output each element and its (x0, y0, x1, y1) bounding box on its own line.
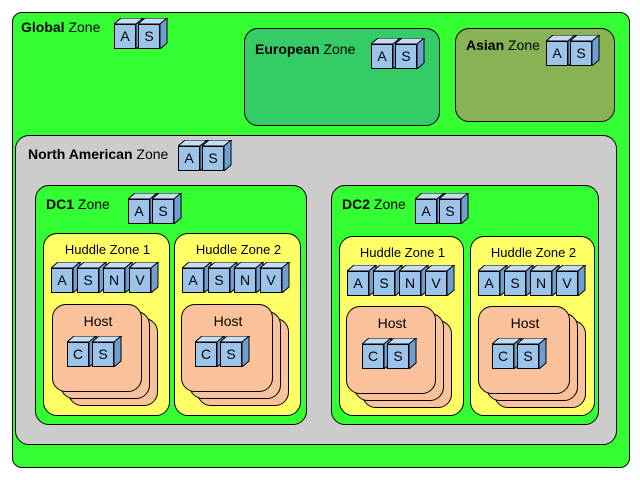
north-american-zone-label: North American Zone (28, 146, 169, 162)
host-label: Host (377, 315, 407, 331)
cube-icon: S (387, 338, 417, 372)
cube-icon: S (517, 338, 547, 372)
cube-icon: N (530, 265, 560, 299)
cube-icon: S (208, 262, 238, 296)
host-label: Host (510, 315, 540, 331)
cube-icon: S (152, 193, 182, 227)
cube-icon: S (373, 265, 403, 299)
cube-icon: V (556, 265, 586, 299)
cube-icon: V (425, 265, 455, 299)
global-zone-label: Global Zone (21, 19, 101, 35)
cube-icon: S (395, 38, 425, 72)
cube-icon: S (220, 336, 250, 370)
cube-icon: S (138, 18, 168, 52)
cube-icon: S (570, 35, 600, 69)
dc1-zone-label: DC1 Zone (46, 196, 110, 212)
dc2-zone-label: DC2 Zone (342, 196, 406, 212)
asian-zone-label: Asian Zone (466, 37, 540, 53)
cube-icon: S (92, 336, 122, 370)
cube-icon: V (260, 262, 290, 296)
cube-icon: V (129, 262, 159, 296)
huddle-zone-label: Huddle Zone 2 (490, 245, 577, 260)
cube-icon: S (439, 193, 469, 227)
huddle-zone-label: Huddle Zone 1 (359, 245, 446, 260)
host-label: Host (213, 313, 243, 329)
huddle-zone-label: Huddle Zone 2 (195, 242, 282, 257)
cube-icon: S (202, 140, 232, 174)
host-label: Host (83, 313, 113, 329)
european-zone-label: European Zone (255, 41, 356, 57)
huddle-zone-label: Huddle Zone 1 (64, 242, 151, 257)
